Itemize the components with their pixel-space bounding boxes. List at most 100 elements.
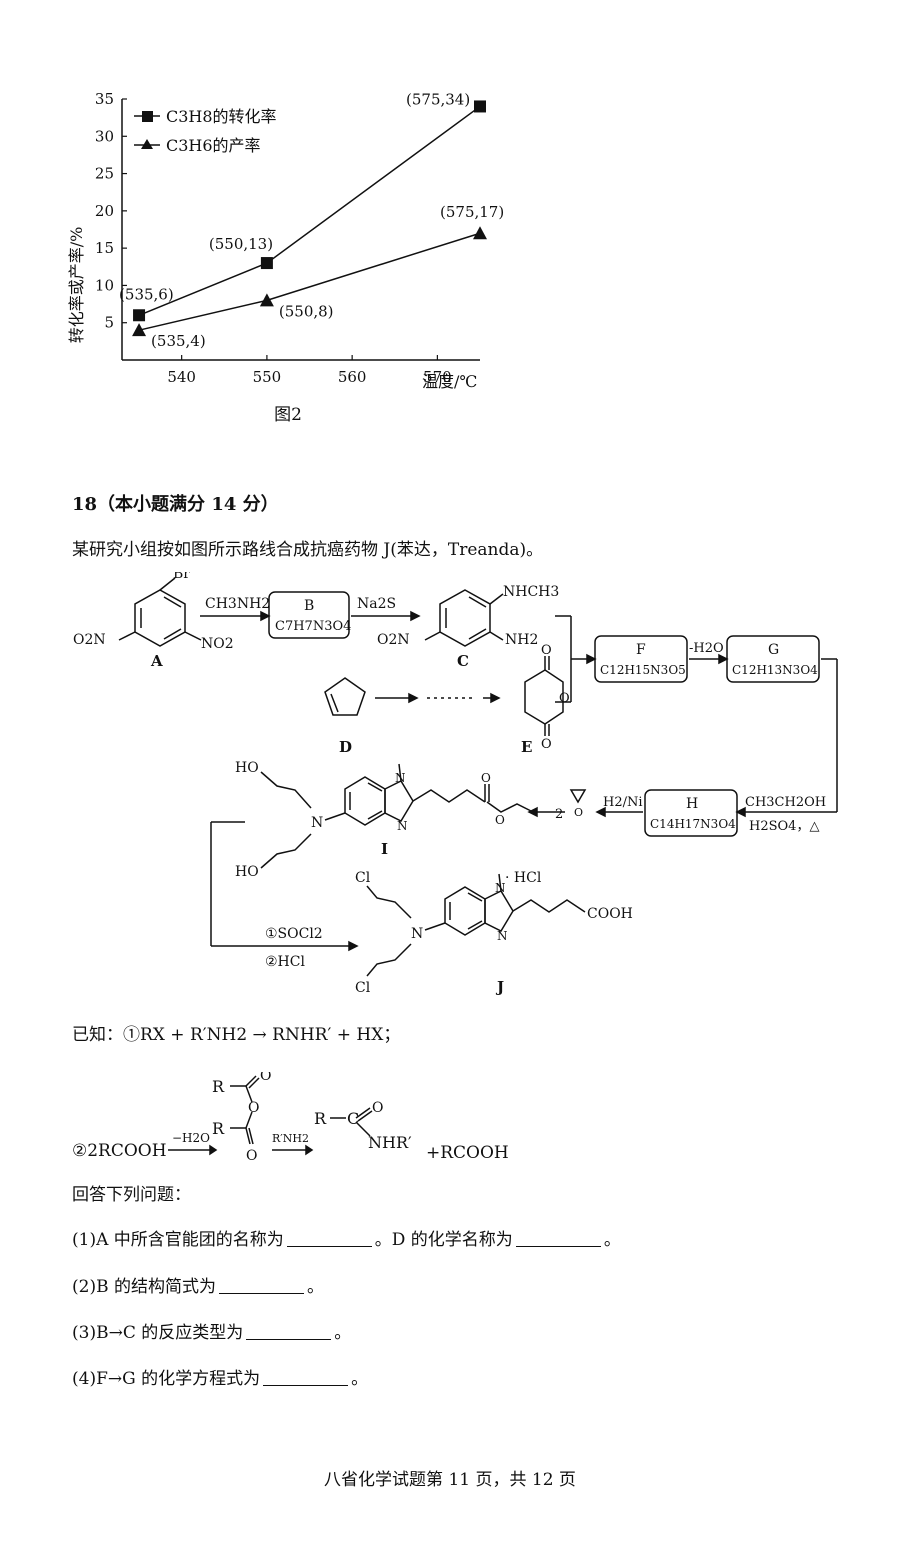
compound-b-label: B: [304, 598, 314, 614]
rule2-nhr: NHR′: [368, 1133, 412, 1152]
answer-blank[interactable]: [218, 1276, 304, 1294]
rule2-lhs: ②2RCOOH: [72, 1141, 167, 1161]
data-label: (535,6): [119, 285, 174, 303]
compound-d-label: D: [339, 738, 352, 756]
reagent-ch3nh2: CH3NH2: [205, 596, 270, 612]
data-point-square: [474, 100, 486, 113]
x-tick-label: 550: [253, 368, 282, 386]
data-label: (575,34): [406, 90, 470, 108]
compound-d-ring: [324, 677, 366, 716]
i-n1-label: N: [395, 771, 406, 785]
br-label: Br: [173, 572, 190, 582]
data-point-triangle: [259, 293, 274, 307]
j-n1-label: N: [495, 881, 506, 895]
compound-g-box: [726, 635, 820, 683]
compound-i-benzene: [344, 776, 386, 826]
i-n-label: N: [311, 815, 323, 831]
y-tick-label: 5: [104, 314, 114, 332]
legend-triangle-marker: [141, 139, 153, 149]
compound-f-label: F: [636, 642, 646, 658]
answer-blank[interactable]: [246, 1322, 332, 1340]
data-label: (550,13): [209, 235, 273, 253]
c-nhch3-label: NHCH3: [503, 584, 559, 600]
j-n3-label: N: [497, 929, 508, 943]
compound-g-label: G: [768, 642, 779, 658]
y-tick-label: 10: [95, 276, 114, 294]
i-ho-bottom-label: HO: [235, 864, 259, 880]
compound-c-label: C: [457, 652, 469, 670]
reagent-hcl: ②HCl: [265, 954, 305, 970]
y-axis-label: 转化率或产率/%: [67, 227, 86, 344]
compound-g-formula: C12H13N3O4: [732, 663, 818, 677]
compound-j-imidazole: [484, 890, 514, 932]
page-footer: 八省化学试题第 11 页，共 12 页: [324, 1470, 576, 1490]
legend-label-yield: C3H6的产率: [166, 136, 261, 155]
rule2-c-product: C: [347, 1109, 359, 1128]
y-tick-label: 25: [95, 165, 114, 183]
epoxide-o-label: O: [574, 806, 583, 819]
i-carbonyl-o-label: O: [481, 771, 491, 785]
i-ho-top-label: HO: [235, 760, 259, 776]
x-axis-label: 温度/℃: [422, 372, 477, 391]
question-3: (3)B→C 的反应类型为。: [72, 1322, 352, 1343]
compound-h-box: [644, 789, 738, 837]
compound-a-ring: [134, 589, 186, 647]
x-tick-label: 540: [167, 368, 196, 386]
compound-h-label: H: [686, 796, 698, 812]
c-nh2-label: NH2: [505, 632, 538, 648]
rule2-o-top: O: [260, 1072, 271, 1084]
data-point-triangle: [132, 323, 147, 337]
question-intro: 某研究小组按如图所示路线合成抗癌药物 J(苯达，Treanda)。: [72, 540, 544, 560]
figure-caption: 图2: [274, 405, 302, 425]
reagent-epoxide: 2: [555, 807, 563, 822]
synthesis-scheme: A Br O2N NO2 CH3NH2 B C7H7N3O4 Na2S NHCH…: [73, 572, 838, 996]
compound-i-label: I: [381, 840, 388, 858]
answer-prompt: 回答下列问题：: [72, 1185, 191, 1205]
j-n-label: N: [411, 926, 423, 942]
compound-f-box: [594, 635, 688, 683]
reagent-h2ni: H2/Ni: [603, 795, 643, 810]
legend-label-conversion: C3H8的转化率: [166, 107, 277, 126]
compound-i-imidazole: [384, 780, 414, 822]
line-chart: 540 550 560 570 5 10 15 20 25 30 35 (535,6) (550,13…: [67, 90, 504, 425]
answer-blank[interactable]: [515, 1229, 601, 1247]
question-4: (4)F→G 的化学方程式为。: [72, 1368, 369, 1389]
answer-blank[interactable]: [286, 1229, 372, 1247]
c-o2n-label: O2N: [377, 632, 410, 648]
y-tick-label: 35: [95, 90, 114, 108]
data-label: (575,17): [440, 203, 504, 221]
compound-j-benzene: [444, 886, 486, 936]
j-cl-bottom-label: Cl: [355, 980, 371, 996]
i-n3-label: N: [397, 819, 408, 833]
a-o2n-label: O2N: [73, 632, 106, 648]
rule2-r-top: R: [212, 1077, 225, 1096]
compound-a-label: A: [150, 652, 163, 670]
question-1: (1)A 中所含官能团的名称为。D 的化学名称为。: [72, 1229, 621, 1250]
reagent-socl2: ①SOCl2: [265, 926, 323, 942]
y-tick-label: 30: [95, 127, 114, 145]
x-tick-label: 570: [423, 368, 452, 386]
reagent-na2s: Na2S: [357, 596, 396, 612]
x-tick-label: 560: [338, 368, 367, 386]
a-no2-label: NO2: [201, 636, 234, 652]
compound-c-ring: [439, 589, 491, 647]
rule2-o-bridge: O: [248, 1100, 259, 1116]
known-rule-1: 已知：①RX + R′NH2 → RNHR′ + HX；: [72, 1025, 401, 1045]
answer-blank[interactable]: [263, 1368, 349, 1386]
compound-h-formula: C14H17N3O4: [650, 817, 736, 831]
e-top-o-label: O: [541, 643, 552, 658]
reagent-h2o: -H2O: [689, 641, 724, 656]
question-title: 18（本小题满分 14 分）: [72, 494, 279, 515]
rule2-o-product: O: [372, 1100, 383, 1116]
compound-j-label: J: [495, 978, 504, 996]
i-ester-o-label: O: [495, 813, 505, 827]
rule2-cond-amine: R′NH2: [272, 1132, 309, 1145]
data-point-square: [260, 257, 273, 270]
reagent-ethanol: CH3CH2OH: [745, 795, 826, 810]
y-tick-label: 15: [95, 239, 114, 257]
rule2-r-bottom: R: [212, 1119, 225, 1138]
reagent-h2so4: H2SO4，△: [749, 819, 819, 834]
rule2-r-product: R: [314, 1109, 327, 1128]
y-tick-label: 20: [95, 202, 114, 220]
epoxide-ring: [569, 789, 587, 804]
